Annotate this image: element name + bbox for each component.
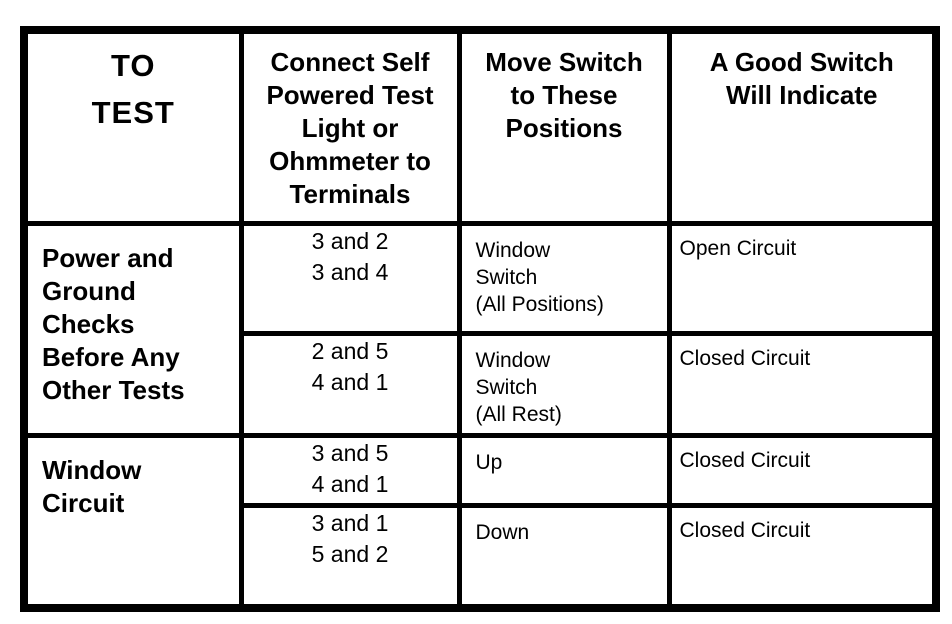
- cell-terminals-2and5-4and1: 2 and 5 4 and 1: [238, 330, 462, 438]
- column-header-to-test: TO TEST: [21, 27, 244, 226]
- cell-indication-closed-circuit-2: Closed Circuit: [666, 432, 939, 508]
- header-row: TO TEST Connect Self Powered Test Light …: [21, 27, 939, 226]
- column-header-switch-positions: Move Switch to These Positions: [456, 27, 672, 226]
- table-row-window-circuit-2: 3 and 1 5 and 2 Down Closed Circuit: [24, 502, 939, 611]
- cell-position-window-switch-all-positions: Window Switch (All Positions): [456, 220, 672, 336]
- cell-terminals-3and2-3and4: 3 and 2 3 and 4: [238, 220, 462, 336]
- cell-indication-closed-circuit-1: Closed Circuit: [666, 330, 939, 438]
- cell-test-window-circuit: Window Circuit: [21, 432, 244, 611]
- cell-test-power-and-ground-checks: Power and Ground Checks Before Any Other…: [21, 220, 244, 438]
- cell-indication-open-circuit: Open Circuit: [666, 220, 939, 336]
- cell-position-down: Down: [456, 502, 672, 611]
- table-row-power-ground-1: Power and Ground Checks Before Any Other…: [21, 220, 939, 438]
- cell-position-up: Up: [456, 432, 672, 508]
- table-row-power-ground-2: 2 and 5 4 and 1 Window Switch (All Rest)…: [24, 330, 939, 438]
- table-row-window-circuit-1: Window Circuit 3 and 5 4 and 1 Up Closed…: [21, 432, 939, 611]
- cell-terminals-3and1-5and2: 3 and 1 5 and 2: [238, 502, 462, 611]
- cell-position-window-switch-all-rest: Window Switch (All Rest): [456, 330, 672, 438]
- switch-test-table: TO TEST Connect Self Powered Test Light …: [20, 26, 940, 612]
- column-header-good-switch-indication: A Good Switch Will Indicate: [666, 27, 939, 226]
- cell-indication-closed-circuit-3: Closed Circuit: [666, 502, 939, 611]
- column-header-connect-terminals: Connect Self Powered Test Light or Ohmme…: [238, 27, 462, 226]
- cell-terminals-3and5-4and1: 3 and 5 4 and 1: [238, 432, 462, 508]
